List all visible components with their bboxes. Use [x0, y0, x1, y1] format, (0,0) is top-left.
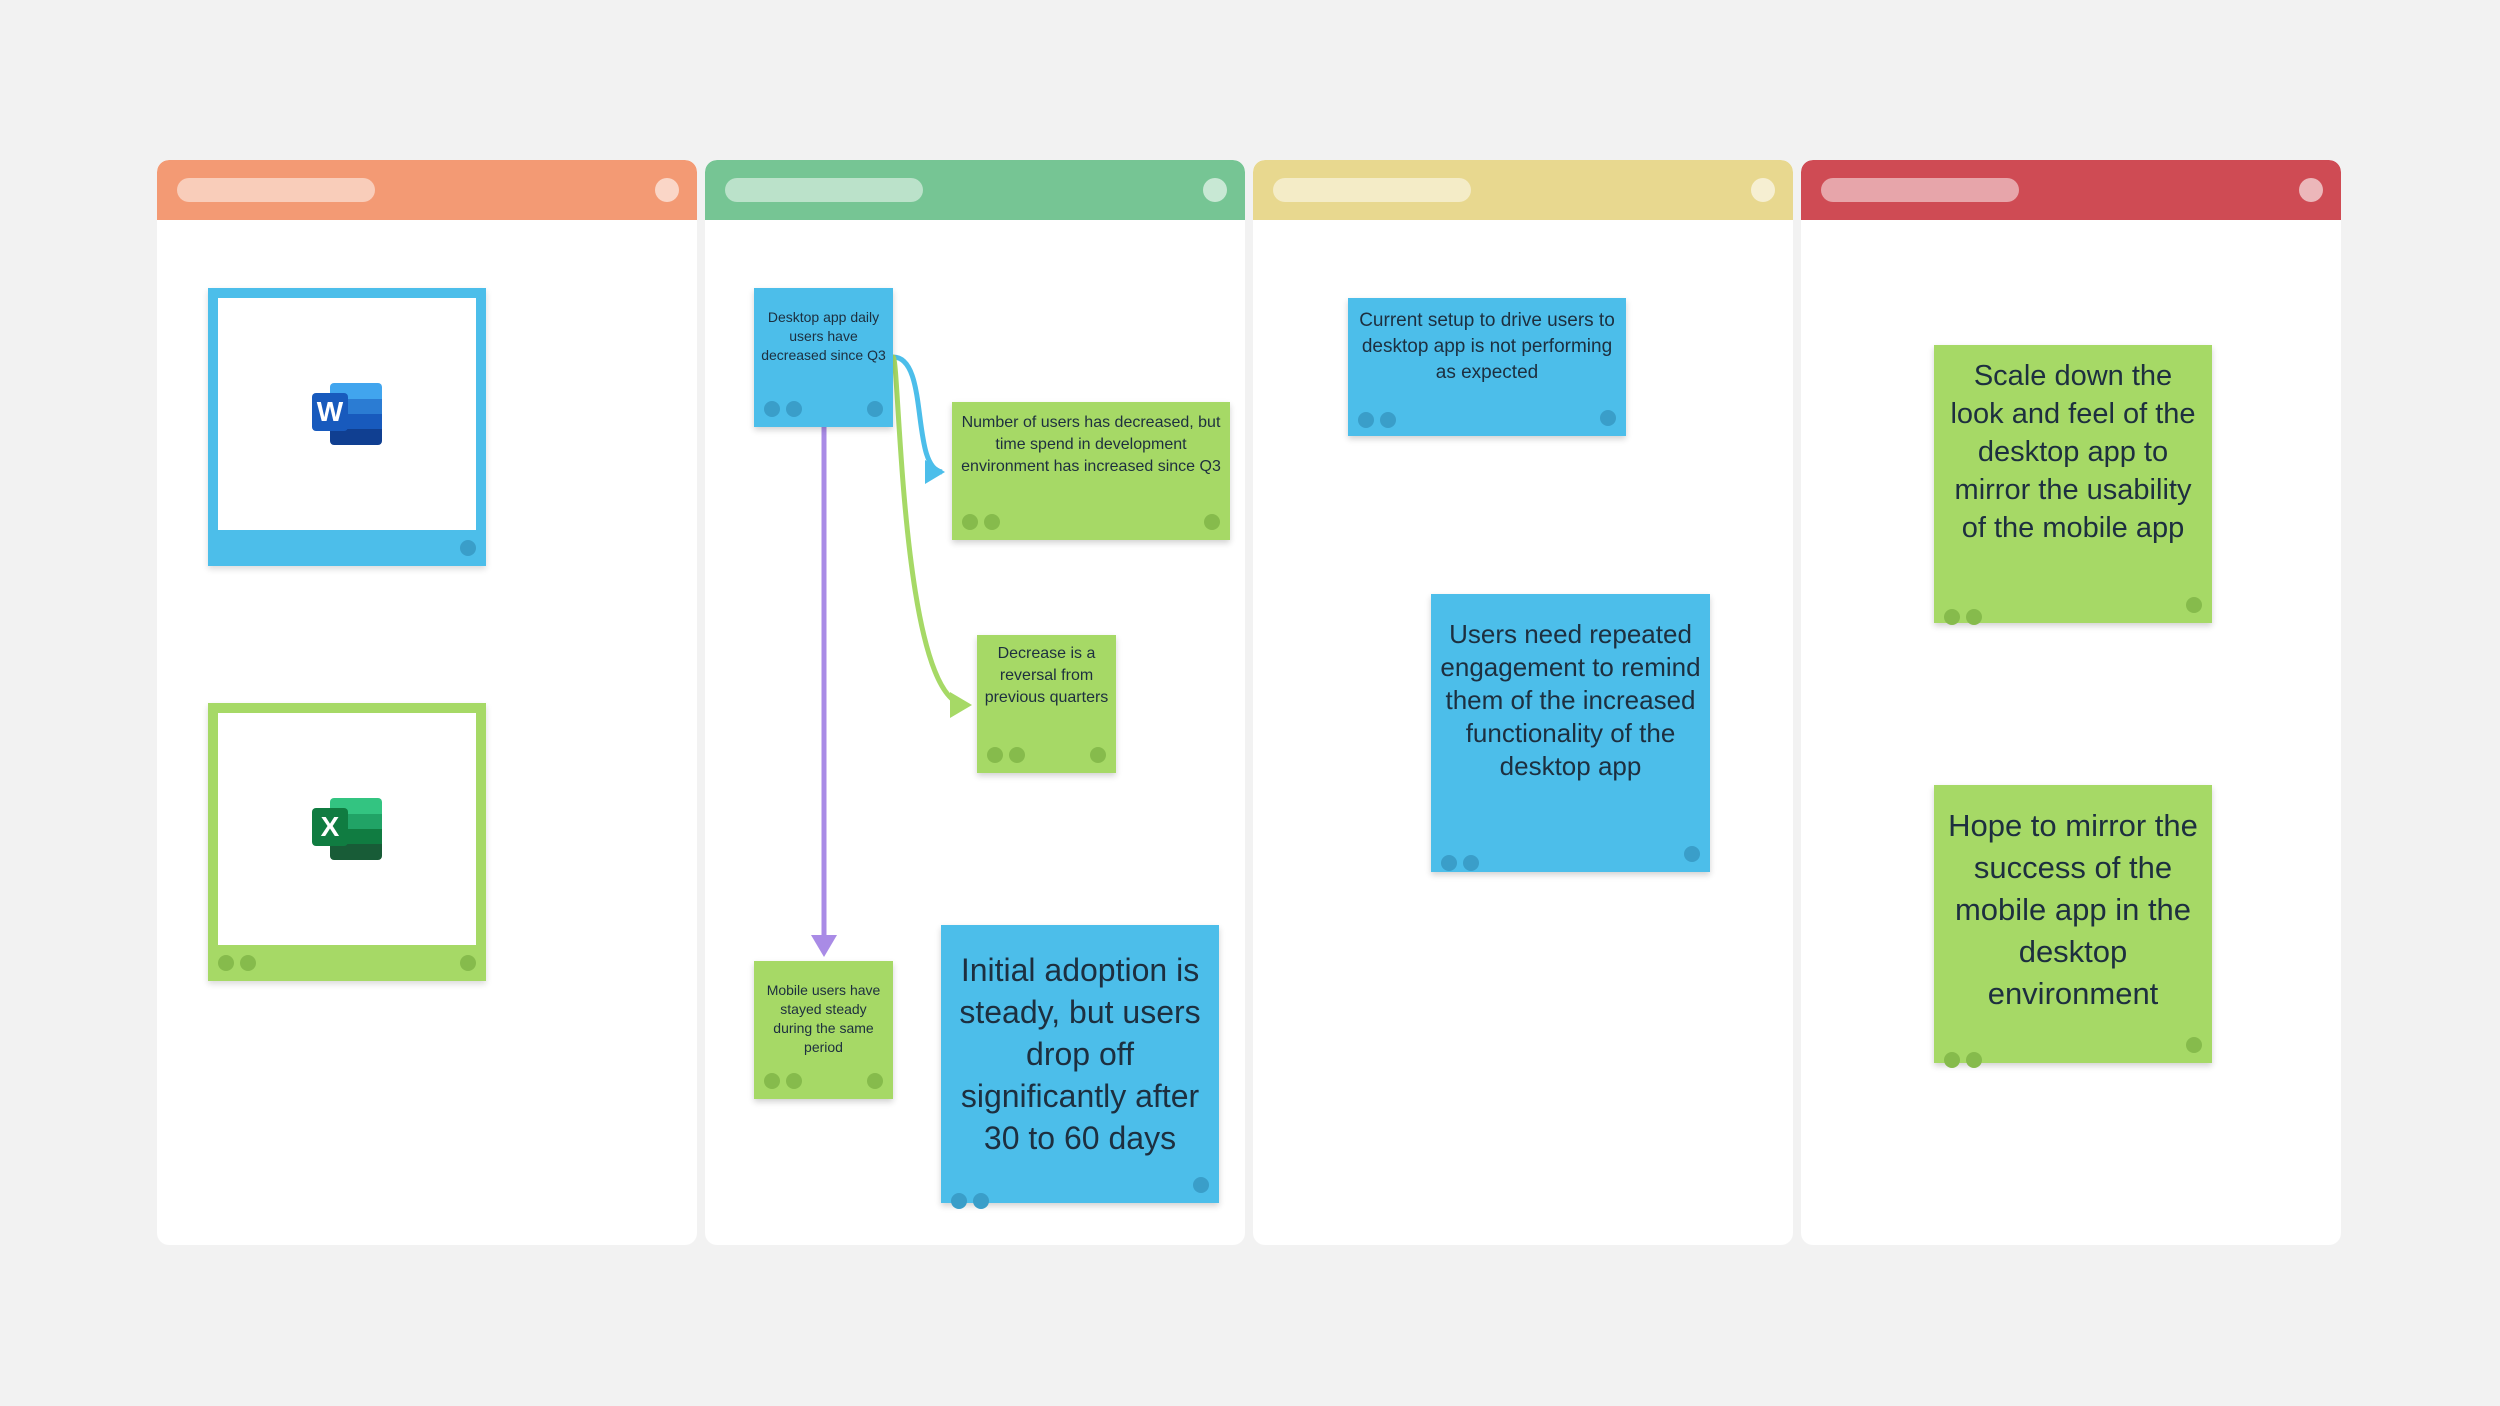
arrowhead-green [950, 692, 972, 718]
sticky-note[interactable]: Number of users has decreased, but time … [952, 402, 1230, 540]
frame-handle-dots[interactable] [218, 540, 262, 556]
sticky-note[interactable]: Mobile users have stayed steady during t… [754, 961, 893, 1099]
sticky-note[interactable]: Current setup to drive users to desktop … [1348, 298, 1626, 436]
sticky-note[interactable]: Desktop app daily users have decreased s… [754, 288, 893, 427]
word-frame[interactable]: W [208, 288, 486, 566]
sticky-handle-dots[interactable] [987, 747, 1031, 763]
sticky-note[interactable]: Users need repeated engagement to remind… [1431, 594, 1710, 872]
frame-handle-dots[interactable] [218, 955, 262, 971]
sticky-handle-dots[interactable] [764, 401, 808, 417]
sticky-text: Mobile users have stayed steady during t… [766, 982, 881, 1055]
sticky-corner-dot[interactable] [2186, 1037, 2202, 1053]
sticky-note[interactable]: Decrease is a reversal from previous qua… [977, 635, 1116, 773]
column-header[interactable] [157, 160, 697, 220]
sticky-handle-dots[interactable] [962, 514, 1006, 530]
sticky-handle-dots[interactable] [1944, 597, 1988, 625]
column-menu-button[interactable] [2299, 178, 2323, 202]
column-4 [1801, 160, 2341, 1245]
arrowhead-purple [811, 935, 837, 957]
column-header[interactable] [1801, 160, 2341, 220]
arrowhead-blue [925, 460, 945, 484]
arrow-to-reversal[interactable] [890, 354, 966, 708]
column-title-placeholder[interactable] [725, 178, 923, 202]
column-header[interactable] [1253, 160, 1793, 220]
frame-content: X [218, 713, 476, 945]
sticky-handle-dots[interactable] [764, 1073, 808, 1089]
sticky-corner-dot[interactable] [1090, 747, 1106, 763]
sticky-text: Scale down the look and feel of the desk… [1950, 360, 2196, 544]
sticky-corner-dot[interactable] [1600, 410, 1616, 426]
sticky-note[interactable]: Initial adoption is steady, but users dr… [941, 925, 1219, 1209]
column-menu-button[interactable] [1751, 178, 1775, 202]
sticky-corner-dot[interactable] [1684, 846, 1700, 862]
sticky-corner-dot[interactable] [867, 1073, 883, 1089]
frame-corner-dot[interactable] [460, 955, 476, 971]
excel-frame[interactable]: X [208, 703, 486, 981]
sticky-text: Users need repeated engagement to remind… [1440, 619, 1701, 781]
sticky-note[interactable]: Hope to mirror the success of the mobile… [1934, 785, 2212, 1068]
sticky-text: Decrease is a reversal from previous qua… [984, 645, 1109, 706]
frame-corner-dot[interactable] [460, 540, 476, 556]
sticky-handle-dots[interactable] [951, 1177, 995, 1209]
excel-icon: X [312, 798, 382, 860]
sticky-corner-dot[interactable] [2186, 597, 2202, 613]
sticky-note[interactable]: Scale down the look and feel of the desk… [1934, 345, 2212, 625]
sticky-handle-dots[interactable] [1944, 1037, 1988, 1068]
word-icon: W [312, 383, 382, 445]
column-header[interactable] [705, 160, 1245, 220]
column-title-placeholder[interactable] [177, 178, 375, 202]
sticky-handle-dots[interactable] [1358, 410, 1402, 428]
sticky-text: Desktop app daily users have decreased s… [761, 309, 886, 363]
sticky-corner-dot[interactable] [1204, 514, 1220, 530]
sticky-text: Current setup to drive users to desktop … [1359, 310, 1615, 383]
sticky-handle-dots[interactable] [1441, 846, 1485, 871]
column-menu-button[interactable] [655, 178, 679, 202]
sticky-corner-dot[interactable] [1193, 1177, 1209, 1193]
frame-content: W [218, 298, 476, 530]
sticky-text: Number of users has decreased, but time … [961, 414, 1221, 475]
sticky-text: Initial adoption is steady, but users dr… [959, 952, 1201, 1156]
sticky-text: Hope to mirror the success of the mobile… [1948, 808, 2198, 1011]
column-title-placeholder[interactable] [1821, 178, 2019, 202]
sticky-corner-dot[interactable] [867, 401, 883, 417]
column-menu-button[interactable] [1203, 178, 1227, 202]
column-title-placeholder[interactable] [1273, 178, 1471, 202]
